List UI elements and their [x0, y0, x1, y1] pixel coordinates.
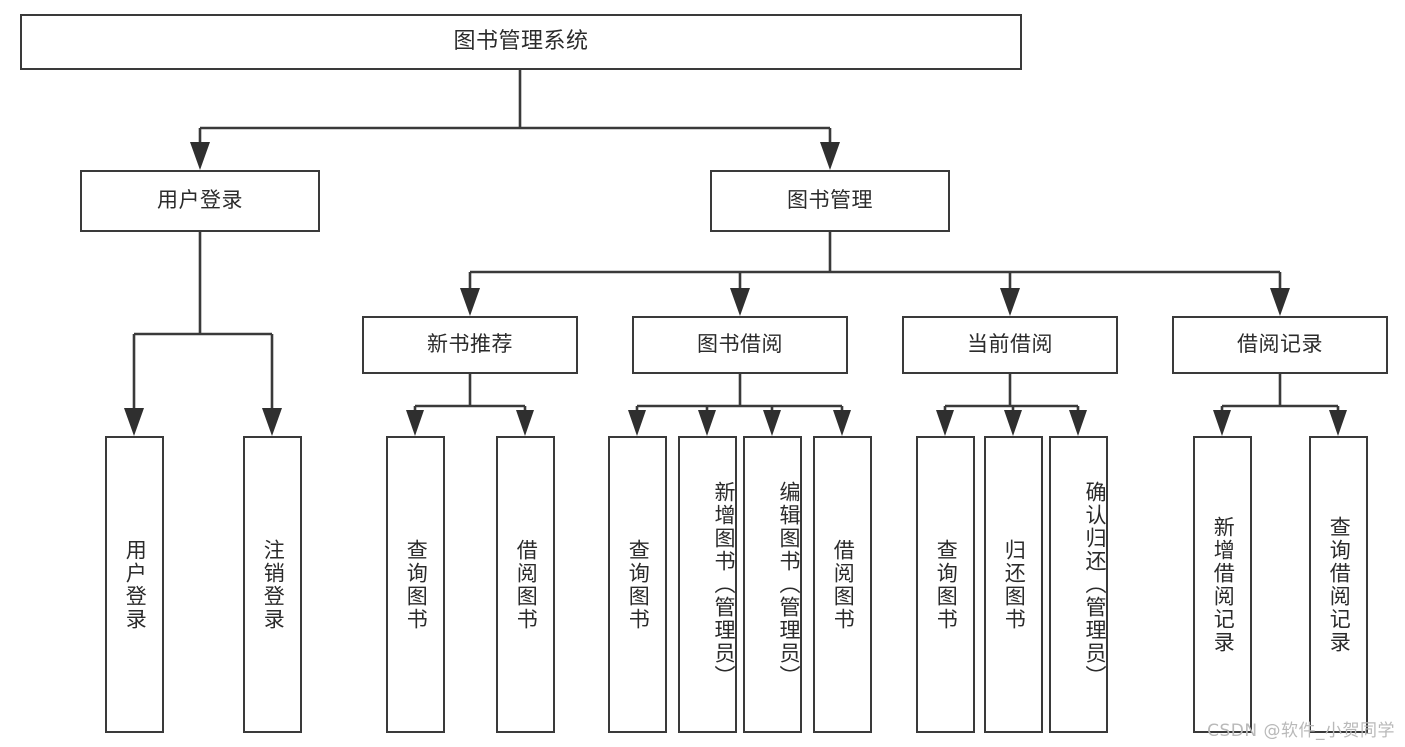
leaf-return-book[interactable]: 归还图书	[984, 436, 1043, 733]
leaf-add-book[interactable]: 新增图书（管理员）	[678, 436, 737, 733]
node-new-book-recommend[interactable]: 新书推荐	[362, 316, 578, 374]
leaf-edit-book[interactable]: 编辑图书（管理员）	[743, 436, 802, 733]
node-user-login[interactable]: 用户登录	[80, 170, 320, 232]
arrow-recommend	[460, 288, 480, 316]
leaf-query-book-3[interactable]: 查询图书	[916, 436, 975, 733]
node-root[interactable]: 图书管理系统	[20, 14, 1022, 70]
arrow-leaf-query-2	[628, 410, 646, 436]
leaf-query-record[interactable]: 查询借阅记录	[1309, 436, 1368, 733]
arrow-user-login	[190, 142, 210, 170]
leaf-borrow-book-2[interactable]: 借阅图书	[813, 436, 872, 733]
arrow-borrow	[730, 288, 750, 316]
leaf-user-logout[interactable]: 注销登录	[243, 436, 302, 733]
arrow-leaf-borrow-1	[516, 410, 534, 436]
arrow-record	[1270, 288, 1290, 316]
leaf-confirm-return[interactable]: 确认归还（管理员）	[1049, 436, 1108, 733]
arrow-leaf-query-1	[406, 410, 424, 436]
node-current-borrow[interactable]: 当前借阅	[902, 316, 1118, 374]
leaf-add-record[interactable]: 新增借阅记录	[1193, 436, 1252, 733]
arrow-leaf-add-book	[698, 410, 716, 436]
arrow-leaf-query-3	[936, 410, 954, 436]
arrow-leaf-borrow-2	[833, 410, 851, 436]
leaf-borrow-book-1[interactable]: 借阅图书	[496, 436, 555, 733]
arrow-leaf-return	[1004, 410, 1022, 436]
arrow-leaf-confirm-return	[1069, 410, 1087, 436]
arrow-leaf-user-logout	[262, 408, 282, 436]
arrow-leaf-add-record	[1213, 410, 1231, 436]
arrow-leaf-query-record	[1329, 410, 1347, 436]
arrow-current	[1000, 288, 1020, 316]
arrow-leaf-user-login	[124, 408, 144, 436]
arrow-leaf-edit-book	[763, 410, 781, 436]
node-borrow-record[interactable]: 借阅记录	[1172, 316, 1388, 374]
leaf-query-book-1[interactable]: 查询图书	[386, 436, 445, 733]
node-book-borrow[interactable]: 图书借阅	[632, 316, 848, 374]
node-book-manage[interactable]: 图书管理	[710, 170, 950, 232]
leaf-user-login[interactable]: 用户登录	[105, 436, 164, 733]
watermark-text: CSDN @软件_小贺同学	[1207, 721, 1395, 741]
arrow-book-manage	[820, 142, 840, 170]
leaf-query-book-2[interactable]: 查询图书	[608, 436, 667, 733]
